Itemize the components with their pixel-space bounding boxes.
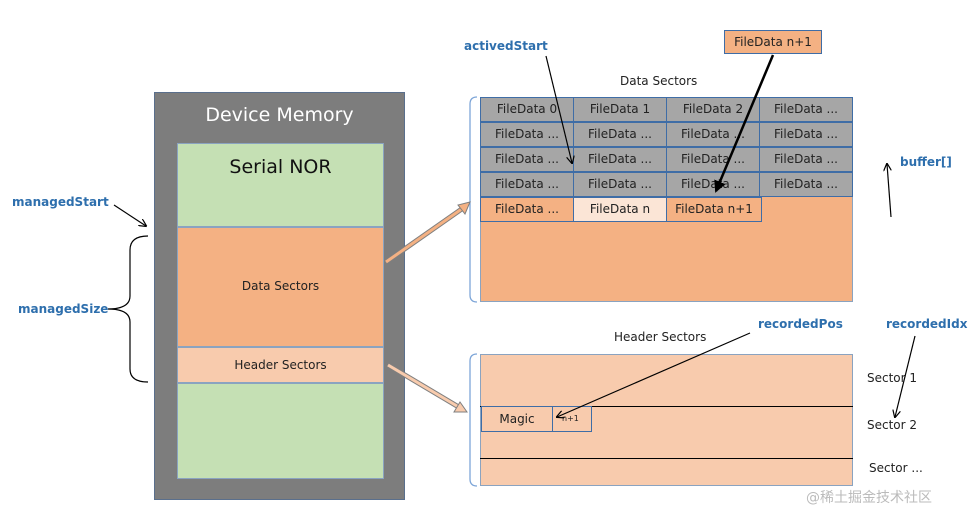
grid-cell: FileData ...	[573, 122, 667, 147]
grid-cell: FileData ...	[759, 172, 853, 197]
grid-cell: FileData ...	[480, 147, 574, 172]
buffer-label: buffer[]	[900, 155, 952, 169]
data-sectors-title: Data Sectors	[620, 74, 698, 88]
grid-cell: FileData ...	[480, 197, 574, 222]
buffer-arrow	[887, 164, 892, 218]
filedata-callout: FileData n+1	[724, 30, 822, 54]
sector-divider	[480, 406, 853, 407]
grid-cell: FileData 0	[480, 97, 574, 122]
grid-cell: FileData ...	[759, 147, 853, 172]
data-sectors-label: Data Sectors	[241, 279, 320, 293]
header-sectors-region	[177, 347, 384, 383]
free-region	[177, 383, 384, 479]
grid-cell: FileData ...	[480, 122, 574, 147]
n-plus-1-cell: n+1	[552, 406, 592, 432]
sector-1-label: Sector 1	[867, 371, 918, 385]
recorded-idx-arrow	[895, 335, 916, 417]
grid-cell: FileData ...	[759, 122, 853, 147]
header-sectors-title: Header Sectors	[614, 330, 707, 344]
device-memory-title: Device Memory	[205, 104, 354, 126]
actived-start-label: activedStart	[464, 39, 548, 53]
sector-2-label: Sector 2	[867, 418, 918, 432]
header-sectors-label: Header Sectors	[234, 358, 327, 372]
magic-cell: Magic	[481, 406, 553, 432]
sector-more-label: Sector ...	[869, 461, 923, 475]
actived-start-arrow	[545, 55, 572, 163]
data-sectors-bracket	[469, 96, 478, 303]
grid-cell-next: FileData n+1	[666, 197, 762, 222]
header-sectors-bracket	[469, 353, 478, 487]
grid-cell: FileData ...	[666, 172, 760, 197]
data-sectors-grid: FileData 0 FileData 1 FileData 2 FileDat…	[480, 97, 853, 222]
sector-divider	[480, 458, 853, 459]
grid-cell: FileData 2	[666, 97, 760, 122]
managed-start-arrow	[113, 204, 146, 226]
watermark: @稀土掘金技术社区	[806, 490, 932, 506]
filedata-callout-arrow	[714, 54, 775, 193]
grid-cell: FileData ...	[666, 122, 760, 147]
grid-cell: FileData ...	[666, 147, 760, 172]
grid-cell: FileData ...	[759, 97, 853, 122]
grid-cell: FileData ...	[480, 172, 574, 197]
grid-cell: FileData ...	[573, 147, 667, 172]
grid-cell-current: FileData n	[573, 197, 667, 222]
data-sectors-region	[177, 227, 384, 347]
recorded-idx-label: recordedIdx	[886, 317, 968, 331]
managed-size-brace	[107, 235, 149, 383]
managed-start-label: managedStart	[12, 195, 109, 209]
recorded-pos-label: recordedPos	[758, 317, 843, 331]
grid-cell: FileData 1	[573, 97, 667, 122]
managed-size-label: managedSize	[18, 302, 109, 316]
serial-nor-region	[177, 143, 384, 227]
serial-nor-label: Serial NOR	[229, 156, 332, 178]
recorded-pos-arrow	[557, 332, 751, 417]
